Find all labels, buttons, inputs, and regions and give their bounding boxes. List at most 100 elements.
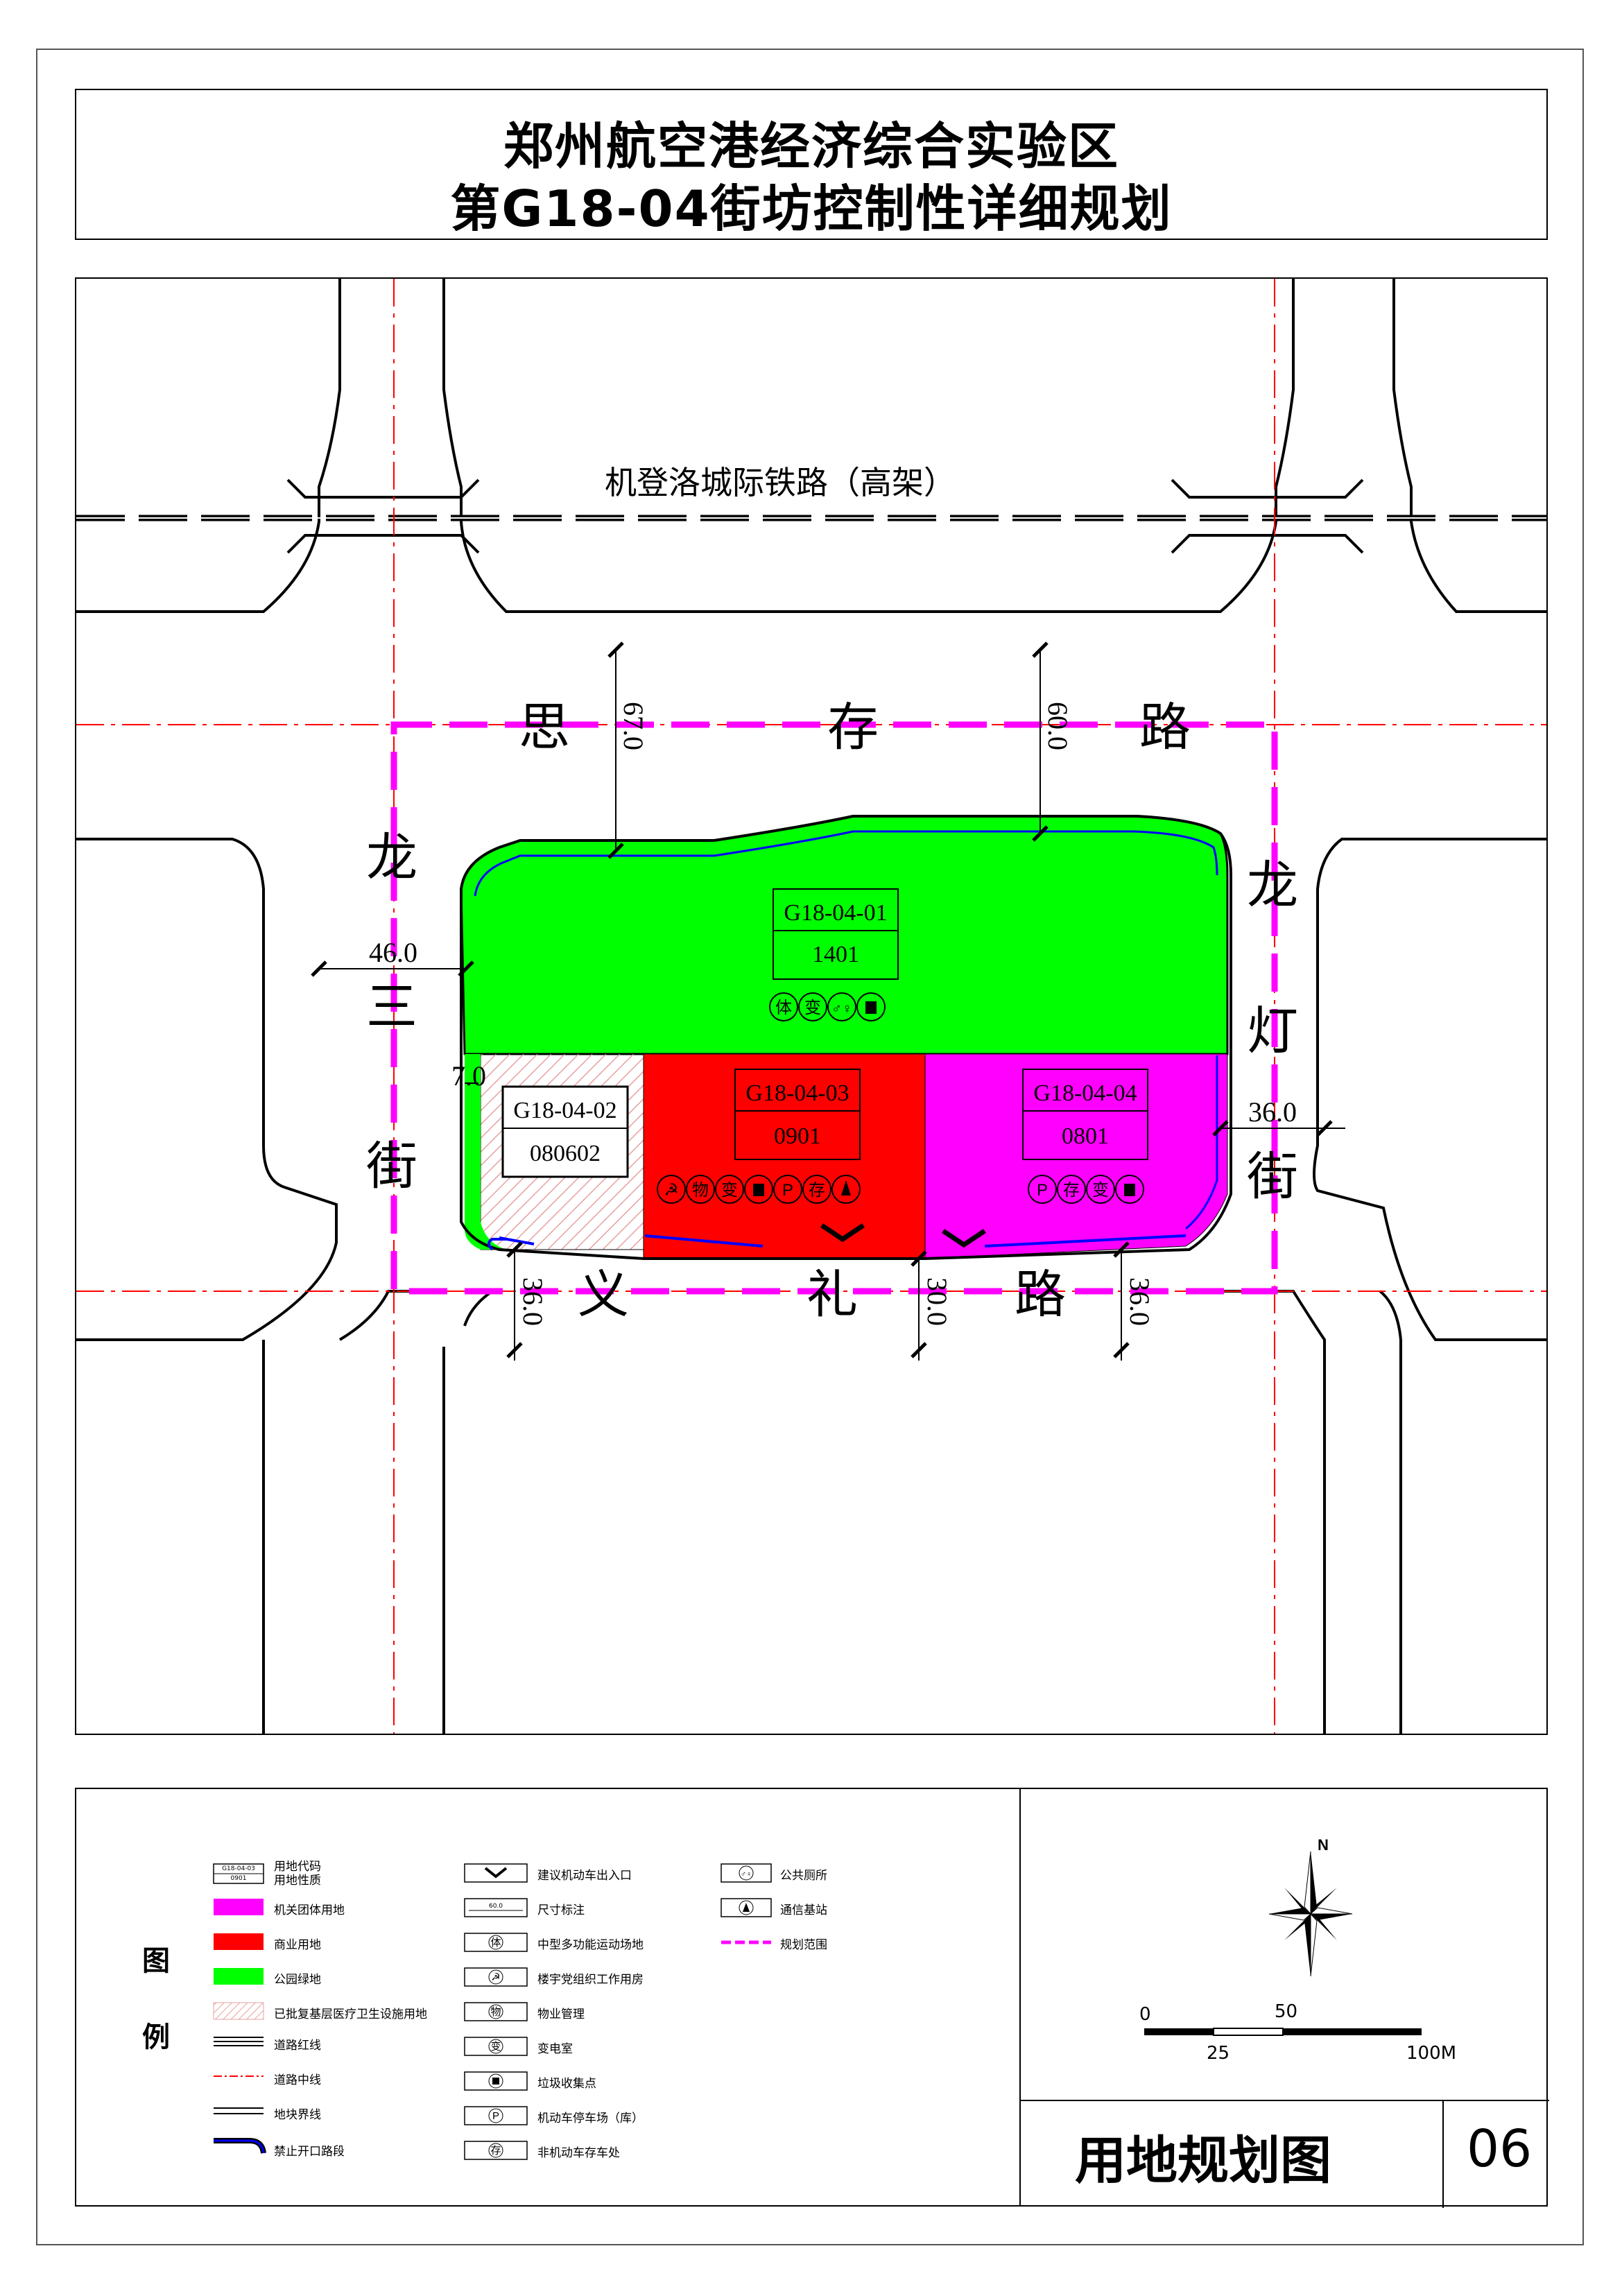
legend-noopening-label: 禁止开口路段: [274, 2145, 345, 2159]
planning-boundary: [390, 721, 1278, 1295]
legend-heading-2: 例: [142, 2021, 170, 2053]
hatch-swatch: [213, 2002, 264, 2020]
legend-boundary-label: 地块界线: [274, 2108, 321, 2122]
party-icon: ☭: [657, 1175, 686, 1204]
substation-icon: 变: [798, 992, 827, 1021]
svg-text:0901: 0901: [774, 1123, 821, 1149]
scale-label-0: 0: [1139, 2004, 1151, 2025]
dim-east: 36.0: [1248, 1096, 1297, 1128]
parking-icon: P: [1028, 1175, 1057, 1204]
svg-text:G18-04-03: G18-04-03: [745, 1080, 849, 1106]
dim-south-mid: 30.0: [922, 1277, 953, 1326]
legend-entrance-label: 建议机动车出入口: [537, 1869, 632, 1883]
parcel-green[interactable]: [460, 815, 1229, 1055]
legend-dimension-label: 尺寸标注: [537, 1904, 585, 1917]
parcel-boundary-icon: [214, 2107, 264, 2114]
legend-sports-label: 中型多功能运动场地: [537, 1938, 644, 1952]
parking-icon: P: [464, 2106, 528, 2125]
road-west-char-1: 龙: [366, 829, 417, 886]
sheet-border: [36, 49, 1584, 2245]
sports-icon: 体: [769, 992, 798, 1021]
legend-panel: 图 例 60.0 体 ☭ 物 变 P 存 ♂♀: [75, 1788, 1549, 2208]
title-line-1: 郑州航空港经济综合实验区: [503, 117, 1119, 175]
vehicle-entrance-marker: [942, 1229, 986, 1248]
property-icon: 物: [686, 1175, 715, 1204]
drawing-name: 用地规划图: [1075, 2131, 1331, 2191]
code-box-icon: [213, 1863, 264, 1884]
toilet-icon: ♂♀: [827, 992, 856, 1021]
svg-text:存: 存: [490, 2145, 501, 2157]
svg-text:G18-04-02: G18-04-02: [513, 1098, 616, 1123]
garbage-icon: [856, 992, 886, 1021]
telecom-icon: [831, 1175, 861, 1204]
svg-text:♂♀: ♂♀: [741, 1870, 752, 1879]
legend-planning-label: 规划范围: [780, 1938, 827, 1952]
legend-telecom-label: 通信基站: [780, 1904, 827, 1917]
road-east-char-1: 龙: [1247, 856, 1298, 914]
sports-icon: 体: [464, 1933, 528, 1952]
parcel-label-03[interactable]: G18-04-03 0901: [734, 1069, 861, 1160]
legend-heading-1: 图: [142, 1945, 170, 1977]
svg-text:存: 存: [809, 1181, 825, 1200]
legend-centerline-label: 道路中线: [274, 2073, 321, 2087]
road-redlines: [76, 279, 1546, 1734]
railway-line: [76, 478, 1546, 554]
legend-hatch-label: 已批复基层医疗卫生设施用地: [274, 2008, 427, 2021]
svg-text:存: 存: [1063, 1181, 1080, 1200]
dimension-icon: 60.0: [464, 1898, 528, 1917]
property-icon: 物: [464, 2002, 528, 2021]
legend-bike-label: 非机动车存车处: [537, 2146, 620, 2160]
dim-south-right: 36.0: [1124, 1277, 1155, 1326]
party-icon: ☭: [464, 1967, 528, 1987]
parcel-red[interactable]: [643, 1053, 926, 1259]
bike-storage-icon: 存: [802, 1175, 831, 1204]
bike-storage-icon: 存: [464, 2141, 528, 2160]
parcel-label-02[interactable]: G18-04-02 080602: [501, 1085, 629, 1178]
drawing-number: 06: [1467, 2119, 1533, 2179]
svg-text:1401: 1401: [812, 942, 859, 967]
legend-garbage-label: 垃圾收集点: [537, 2077, 596, 2091]
red-swatch: [214, 1933, 264, 1950]
parcel-label-04[interactable]: G18-04-04 0801: [1022, 1069, 1148, 1160]
green-swatch: [214, 1968, 264, 1985]
svg-text:♂♀: ♂♀: [831, 1001, 852, 1017]
dim-north-left: 67.0: [618, 702, 649, 750]
scale-label-50: 50: [1275, 2001, 1298, 2022]
toilet-icon: ♂♀: [721, 1863, 772, 1883]
road-east-char-2: 灯: [1247, 1002, 1298, 1060]
road-redline-icon: [214, 2037, 264, 2046]
svg-text:G18-04-04: G18-04-04: [1033, 1080, 1137, 1106]
substation-icon: 变: [715, 1175, 744, 1204]
svg-text:变: 变: [721, 1181, 738, 1200]
no-opening-icon: [214, 2138, 266, 2154]
svg-text:变: 变: [1092, 1181, 1109, 1200]
svg-text:P: P: [782, 1181, 793, 1200]
road-west-char-3: 街: [366, 1137, 417, 1195]
road-north-char-2: 存: [827, 698, 879, 756]
legend-toilet-label: 公共厕所: [780, 1869, 827, 1883]
scale-bar: [1144, 2028, 1422, 2036]
vehicle-entrance-icon: [464, 1863, 528, 1883]
road-west-char-2: 三: [366, 978, 417, 1035]
legend-property-label: 物业管理: [537, 2008, 585, 2021]
svg-text:G18-04-01: G18-04-01: [784, 900, 887, 926]
dim-setback: 7.0: [451, 1060, 486, 1091]
svg-text:N: N: [1318, 1838, 1329, 1854]
svg-text:变: 变: [490, 2041, 501, 2053]
road-east-char-3: 街: [1247, 1148, 1298, 1205]
svg-text:变: 变: [804, 999, 821, 1017]
legend-red-label: 商业用地: [274, 1938, 321, 1952]
north-arrow-icon: N: [1268, 1838, 1353, 1976]
parcel-label-01[interactable]: G18-04-01 1401: [773, 888, 899, 980]
scale-label-100: 100M: [1406, 2043, 1457, 2064]
parcel-magenta[interactable]: [924, 1053, 1228, 1259]
legend-code-label: 用地代码 用地性质: [274, 1860, 321, 1888]
scale-label-25: 25: [1207, 2043, 1230, 2064]
magenta-swatch: [214, 1899, 264, 1915]
garbage-icon: [1115, 1175, 1144, 1204]
legend-magenta-label: 机关团体用地: [274, 1904, 345, 1917]
road-north-char-1: 思: [519, 698, 570, 756]
road-south-char-1: 义: [578, 1266, 629, 1323]
bike-storage-icon: 存: [1057, 1175, 1086, 1204]
legend-parking-label: 机动车停车场（库）: [537, 2112, 644, 2125]
